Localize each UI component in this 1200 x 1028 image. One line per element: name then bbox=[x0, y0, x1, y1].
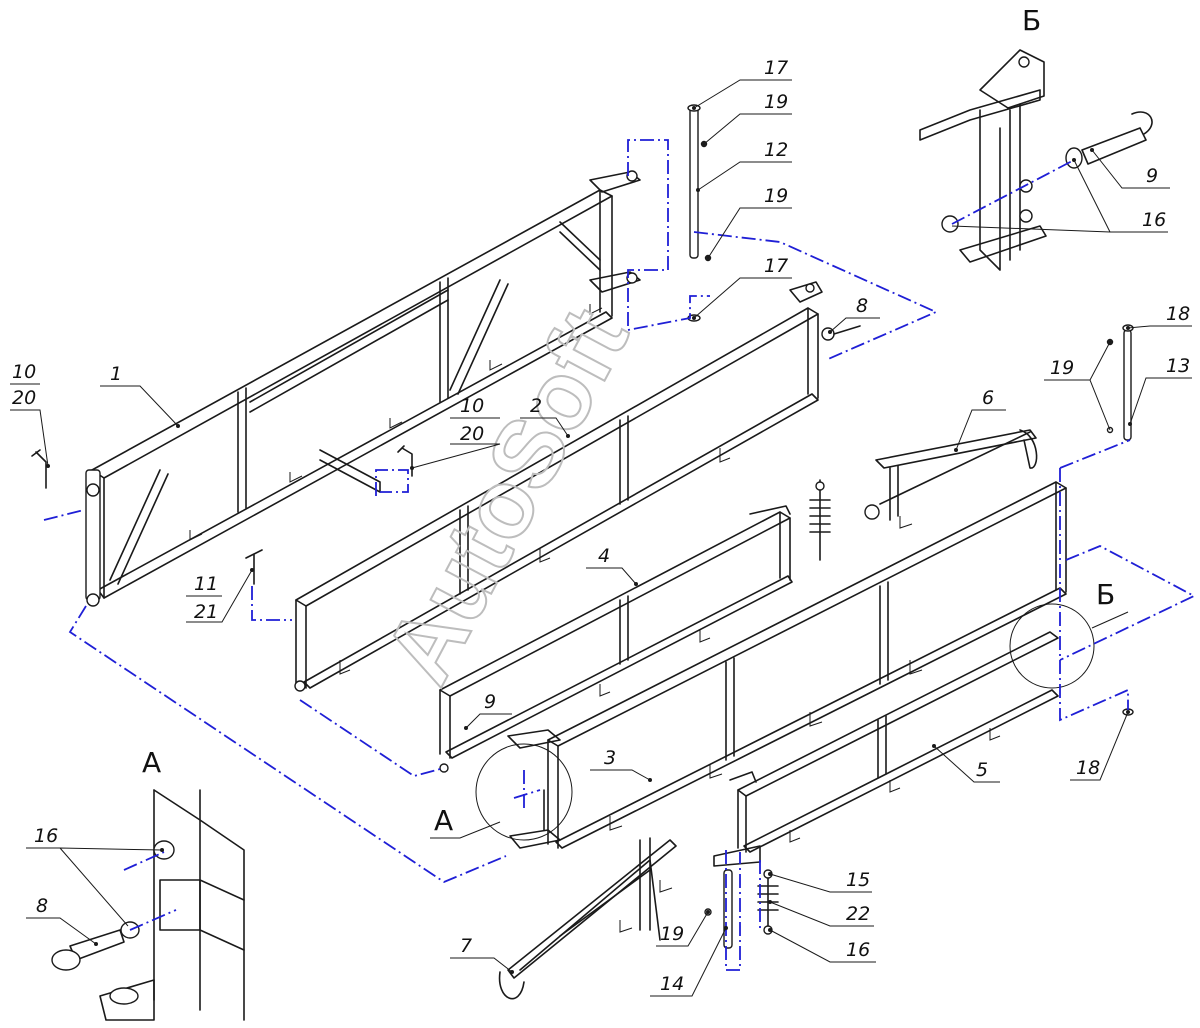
watermark: AutoSoft bbox=[364, 292, 649, 700]
callout-19-top: 19 bbox=[764, 91, 788, 113]
callout-6: 6 bbox=[982, 387, 994, 409]
part-1-frame bbox=[85, 170, 641, 607]
callout-21: 21 bbox=[194, 601, 218, 623]
callout-17-top: 17 bbox=[764, 57, 788, 79]
callout-16-detail-b: 16 bbox=[1142, 209, 1166, 231]
callout-19-mid: 19 bbox=[764, 185, 788, 207]
part-3-frame bbox=[507, 481, 1067, 849]
callout-10-left: 10 bbox=[12, 361, 36, 383]
callout-9-detail: 9 bbox=[1146, 165, 1158, 187]
callout-8-top: 8 bbox=[856, 295, 868, 317]
callout-15: 15 bbox=[846, 869, 870, 891]
detail-circle-b bbox=[1009, 603, 1095, 689]
view-caption-a: А bbox=[142, 746, 161, 779]
callout-18-bottom: 18 bbox=[1076, 757, 1100, 779]
callout-7: 7 bbox=[460, 935, 472, 957]
callout-14: 14 bbox=[660, 973, 684, 995]
pin-12 bbox=[687, 104, 712, 322]
callout-11: 11 bbox=[194, 573, 218, 595]
detail-circle-a bbox=[475, 743, 573, 841]
leaders bbox=[10, 79, 1192, 997]
callout-16-bottom: 16 bbox=[846, 939, 870, 961]
eyebolt-8 bbox=[821, 325, 861, 341]
part-6-bracket bbox=[864, 429, 1038, 529]
callout-3: 3 bbox=[604, 747, 616, 769]
callout-17-bottom: 17 bbox=[764, 255, 788, 277]
part-5-frame bbox=[713, 631, 1059, 867]
pin-13 bbox=[1106, 324, 1134, 716]
callout-8-detail: 8 bbox=[36, 895, 48, 917]
pin-14 bbox=[704, 869, 733, 949]
callout-13: 13 bbox=[1166, 355, 1190, 377]
assembly-paths bbox=[43, 139, 1196, 971]
part-7-bracket bbox=[498, 837, 677, 1000]
callout-19-bottom: 19 bbox=[660, 923, 684, 945]
callout-20-left: 20 bbox=[12, 387, 36, 409]
callout-18-top: 18 bbox=[1166, 303, 1190, 325]
callout-19-right: 19 bbox=[1050, 357, 1074, 379]
detail-view-b bbox=[919, 49, 1153, 271]
callout-20-mid: 20 bbox=[460, 423, 484, 445]
view-caption-b: Б bbox=[1022, 4, 1041, 37]
callout-10-mid: 10 bbox=[460, 395, 484, 417]
l-pins bbox=[31, 445, 413, 585]
callout-2: 2 bbox=[530, 395, 542, 417]
part-2-frame bbox=[294, 281, 823, 692]
detail-view-a bbox=[51, 789, 245, 1021]
callout-16-detail-a: 16 bbox=[34, 825, 58, 847]
callout-12: 12 bbox=[764, 139, 788, 161]
detail-marker-a: А bbox=[434, 804, 453, 837]
spring-unit-upper bbox=[809, 479, 831, 561]
callout-4: 4 bbox=[598, 545, 610, 567]
callout-5: 5 bbox=[976, 759, 988, 781]
callout-1: 1 bbox=[110, 363, 122, 385]
callout-labels: 1 2 3 4 5 6 7 8 8 9 9 10 20 10 20 11 21 … bbox=[12, 4, 1190, 995]
callout-9-main: 9 bbox=[484, 691, 496, 713]
detail-marker-b: Б bbox=[1096, 578, 1115, 611]
part-4-frame bbox=[439, 505, 793, 773]
callout-22: 22 bbox=[846, 903, 870, 925]
